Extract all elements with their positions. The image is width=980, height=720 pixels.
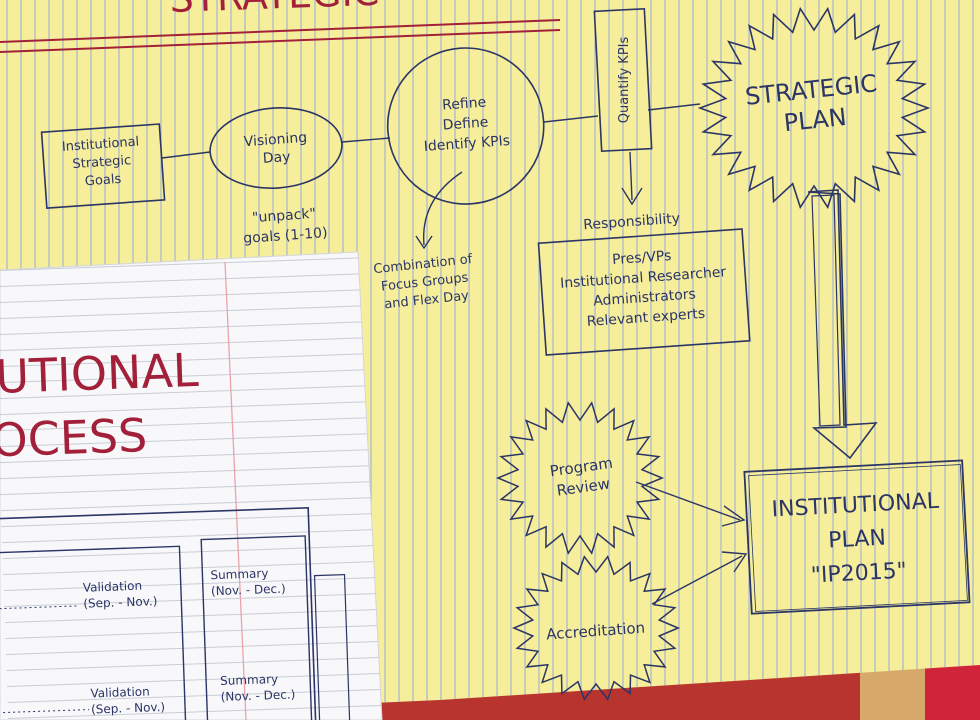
goals-line-1: Institutional — [61, 135, 139, 155]
unpack-line-1: "unpack" — [252, 206, 317, 226]
white-page-margin-line — [224, 261, 247, 720]
white-page-title-line-1: UTIONAL — [0, 343, 200, 404]
visioning-node: Visioning Day — [209, 107, 343, 189]
refine-node: Refine Define Identify KPIs — [386, 47, 545, 205]
arrow-strategic-to-institutional — [807, 189, 878, 460]
goals-line-2: Strategic — [72, 153, 132, 172]
institutional-plan-line-3: "IP2015" — [810, 559, 907, 589]
white-page-title-line-2: OCESS — [0, 408, 148, 467]
refine-line-1: Refine — [442, 95, 487, 114]
connector-visioning-refine — [341, 137, 391, 143]
quantify-node: Quantify KPIs — [593, 7, 653, 153]
arrow-refine-combination-head — [415, 235, 433, 250]
strategic-plan-line-2: PLAN — [782, 103, 847, 137]
visioning-line-2: Day — [262, 149, 291, 167]
institutional-plan-line-2: PLAN — [828, 526, 887, 554]
quantify-label: Quantify KPIs — [617, 37, 632, 124]
visioning-line-1: Visioning — [243, 130, 307, 150]
row1-summary-dates: (Nov. - Dec.) — [211, 582, 286, 599]
responsibility-label: Responsibility — [583, 211, 681, 234]
row2-summary-dates: (Nov. - Dec.) — [220, 687, 295, 704]
row1-validation-dates: (Sep. - Nov.) — [83, 594, 158, 611]
arrow-quantify-responsibility — [629, 151, 633, 201]
goals-node: Institutional Strategic Goals — [40, 123, 166, 209]
connector-goals-visioning — [161, 151, 211, 159]
arrow-accreditation-institutional — [651, 555, 743, 605]
white-notebook-page: UTIONAL OCESS Validation (Sep. - Nov.) S… — [0, 251, 383, 720]
white-page-table: Validation (Sep. - Nov.) Summary (Nov. -… — [0, 506, 351, 720]
row1-summary-label: Summary — [210, 566, 268, 582]
arrow-refine-combination — [422, 171, 463, 246]
combination-note: Combination of Focus Groups and Flex Day — [373, 252, 474, 312]
row2-validation-dates: (Sep. - Nov.) — [91, 700, 166, 717]
row1-validation-label: Validation — [83, 579, 143, 595]
arrow-accreditation-institutional-head — [721, 551, 748, 573]
accreditation-burst — [511, 555, 681, 701]
goals-line-3: Goals — [84, 172, 122, 190]
refine-line-3: Identify KPIs — [423, 133, 510, 155]
arrow-program-institutional-head — [721, 505, 746, 527]
connector-quantify-strategic — [647, 103, 701, 111]
refine-line-2: Define — [442, 114, 489, 133]
unpack-line-2: goals (1-10) — [243, 225, 328, 247]
roles-line-1: Pres/VPs — [612, 248, 672, 268]
row2-validation-label: Validation — [90, 684, 150, 700]
margin-line-top — [0, 19, 561, 43]
unpack-note: "unpack" goals (1-10) — [243, 206, 328, 247]
strategic-plan-burst — [697, 6, 931, 210]
row2-summary-label: Summary — [220, 672, 278, 688]
roles-line-3: Administrators — [593, 286, 697, 309]
program-review-burst — [495, 401, 665, 555]
connector-refine-quantify — [543, 115, 599, 123]
arrow-program-institutional — [635, 481, 741, 521]
margin-line-bottom — [0, 29, 561, 53]
arrow-quantify-responsibility-head — [621, 187, 643, 206]
